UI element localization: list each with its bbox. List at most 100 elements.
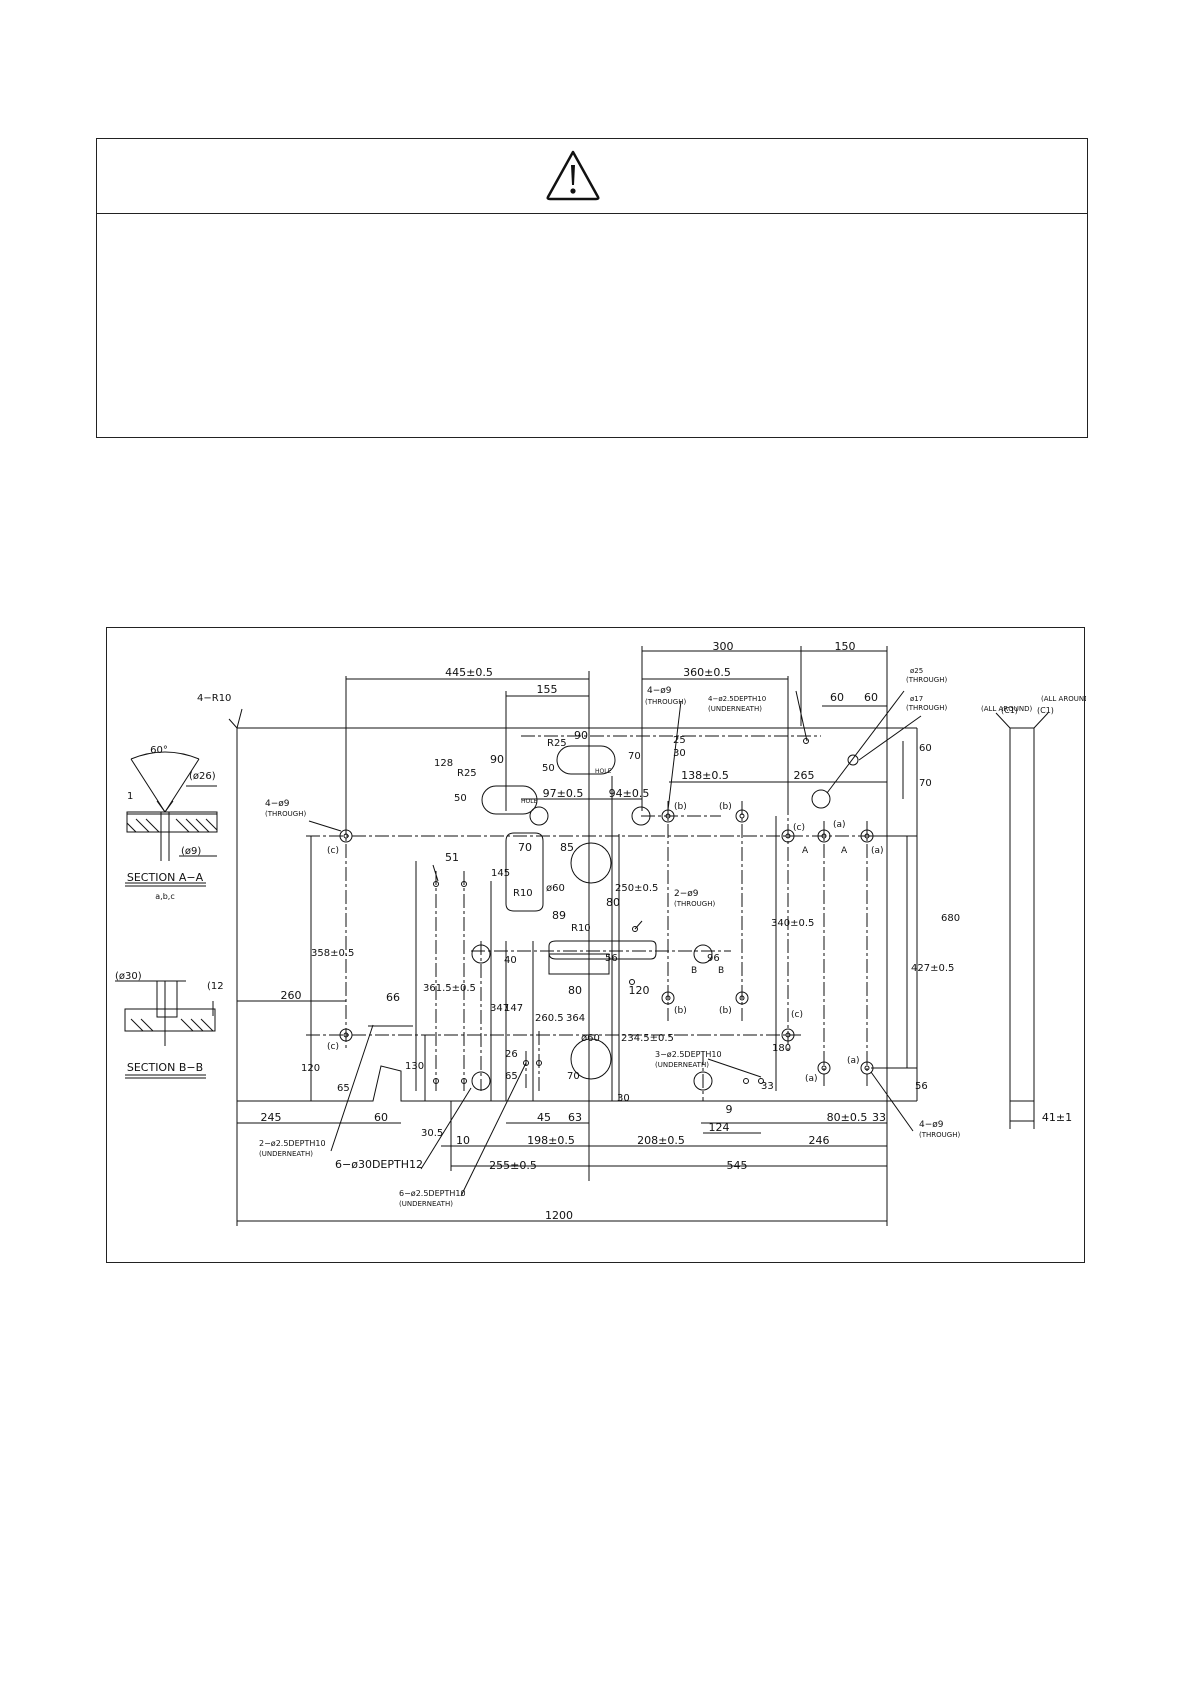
svg-text:120: 120	[301, 1063, 320, 1074]
rect-hole-2	[548, 940, 657, 960]
svg-text:198±0.5: 198±0.5	[527, 1134, 575, 1147]
svg-text:60°: 60°	[150, 745, 168, 756]
svg-text:94±0.5: 94±0.5	[609, 787, 650, 800]
hole-c-3	[781, 829, 795, 843]
svg-text:85: 85	[560, 841, 574, 854]
svg-text:260: 260	[281, 989, 302, 1002]
hole-b-3	[661, 991, 675, 1005]
caution-header	[97, 139, 1087, 214]
svg-text:30: 30	[617, 1093, 630, 1104]
svg-text:361.5±0.5: 361.5±0.5	[423, 983, 476, 994]
svg-text:A: A	[802, 846, 809, 856]
svg-text:1: 1	[127, 791, 133, 802]
svg-text:427±0.5: 427±0.5	[911, 963, 954, 974]
svg-text:340±0.5: 340±0.5	[771, 918, 814, 929]
svg-text:33: 33	[761, 1081, 774, 1092]
svg-text:234.5±0.5: 234.5±0.5	[621, 1033, 674, 1044]
svg-text:HOLE: HOLE	[521, 798, 538, 805]
svg-text:2−ø9: 2−ø9	[674, 889, 699, 899]
svg-text:ø25: ø25	[910, 667, 923, 675]
warning-triangle-icon	[546, 150, 600, 201]
svg-text:80±0.5: 80±0.5	[827, 1111, 868, 1124]
svg-text:R10: R10	[571, 923, 591, 934]
svg-text:(THROUGH): (THROUGH)	[645, 698, 686, 706]
svg-text:(ø9): (ø9)	[181, 846, 201, 857]
hole-phi60-1	[570, 842, 612, 884]
svg-text:96: 96	[707, 953, 720, 964]
svg-text:246: 246	[809, 1134, 830, 1147]
hole-a-1	[817, 829, 831, 843]
svg-text:680: 680	[941, 913, 960, 924]
svg-text:(C1): (C1)	[1001, 706, 1018, 715]
svg-text:(UNDERNEATH): (UNDERNEATH)	[708, 705, 762, 713]
svg-text:56: 56	[915, 1081, 928, 1092]
hole-phi25	[811, 789, 831, 809]
svg-text:50: 50	[542, 763, 555, 774]
svg-text:SECTION B−B: SECTION B−B	[127, 1061, 203, 1074]
slot-hole-1	[481, 785, 538, 815]
hole-b-2	[735, 809, 749, 823]
hole-c-4	[781, 1028, 795, 1042]
svg-text:120: 120	[629, 984, 650, 997]
svg-text:51: 51	[445, 851, 459, 864]
hole-phi30-6	[693, 1071, 713, 1091]
svg-text:(UNDERNEATH): (UNDERNEATH)	[655, 1061, 709, 1069]
svg-text:B: B	[691, 966, 697, 976]
svg-text:B: B	[718, 966, 724, 976]
svg-text:70: 70	[518, 841, 532, 854]
svg-text:(THROUGH): (THROUGH)	[906, 676, 947, 684]
svg-text:45: 45	[537, 1111, 551, 1124]
svg-text:(c): (c)	[793, 823, 805, 833]
hole-phi30-2	[631, 806, 651, 826]
svg-text:260.5: 260.5	[535, 1013, 564, 1024]
svg-text:364: 364	[566, 1013, 585, 1024]
svg-text:4−R10: 4−R10	[197, 693, 231, 704]
svg-text:150: 150	[835, 640, 856, 653]
svg-text:6−ø30DEPTH12: 6−ø30DEPTH12	[335, 1158, 423, 1171]
svg-text:360±0.5: 360±0.5	[683, 666, 731, 679]
svg-text:60: 60	[864, 691, 878, 704]
svg-text:ø60: ø60	[581, 1033, 600, 1044]
svg-text:138±0.5: 138±0.5	[681, 769, 729, 782]
svg-text:(ø30): (ø30)	[115, 971, 142, 982]
svg-text:250±0.5: 250±0.5	[615, 883, 658, 894]
svg-text:445±0.5: 445±0.5	[445, 666, 493, 679]
svg-text:545: 545	[727, 1159, 748, 1172]
svg-text:(UNDERNEATH): (UNDERNEATH)	[399, 1200, 453, 1208]
svg-text:(b): (b)	[719, 1006, 732, 1016]
svg-text:63: 63	[568, 1111, 582, 1124]
svg-text:358±0.5: 358±0.5	[311, 948, 354, 959]
svg-text:ø17: ø17	[910, 695, 923, 703]
svg-text:145: 145	[491, 868, 510, 879]
hole-phi30-4	[693, 944, 713, 964]
svg-text:(b): (b)	[674, 1006, 687, 1016]
rect-hole-1	[505, 832, 544, 912]
hole-c-1	[339, 829, 353, 843]
svg-text:(ø26): (ø26)	[189, 771, 216, 782]
svg-text:(b): (b)	[719, 802, 732, 812]
hole-phi60-2	[570, 1038, 612, 1080]
svg-text:60: 60	[830, 691, 844, 704]
hole-a-3	[817, 1061, 831, 1075]
svg-text:66: 66	[386, 991, 400, 1004]
svg-text:124: 124	[709, 1121, 730, 1134]
svg-text:65: 65	[337, 1083, 350, 1094]
svg-text:255±0.5: 255±0.5	[489, 1159, 537, 1172]
svg-text:25: 25	[673, 735, 686, 746]
svg-text:89: 89	[552, 909, 566, 922]
svg-text:265: 265	[794, 769, 815, 782]
svg-text:147: 147	[504, 1003, 523, 1014]
svg-text:130: 130	[405, 1061, 424, 1072]
slot-hole-2	[556, 745, 616, 775]
svg-text:40: 40	[504, 955, 517, 966]
plate-side-profile	[1009, 727, 1035, 1102]
svg-text:(c): (c)	[327, 1042, 339, 1052]
svg-text:245: 245	[261, 1111, 282, 1124]
svg-text:56: 56	[605, 953, 618, 964]
svg-text:300: 300	[713, 640, 734, 653]
svg-text:60: 60	[374, 1111, 388, 1124]
svg-text:97±0.5: 97±0.5	[543, 787, 584, 800]
dimension-labels: 300 150 445±0.5 360±0.5 155 4−R10 4−ø9 (…	[115, 640, 1086, 1222]
svg-text:R25: R25	[547, 738, 567, 749]
svg-text:4−ø9: 4−ø9	[647, 686, 672, 696]
